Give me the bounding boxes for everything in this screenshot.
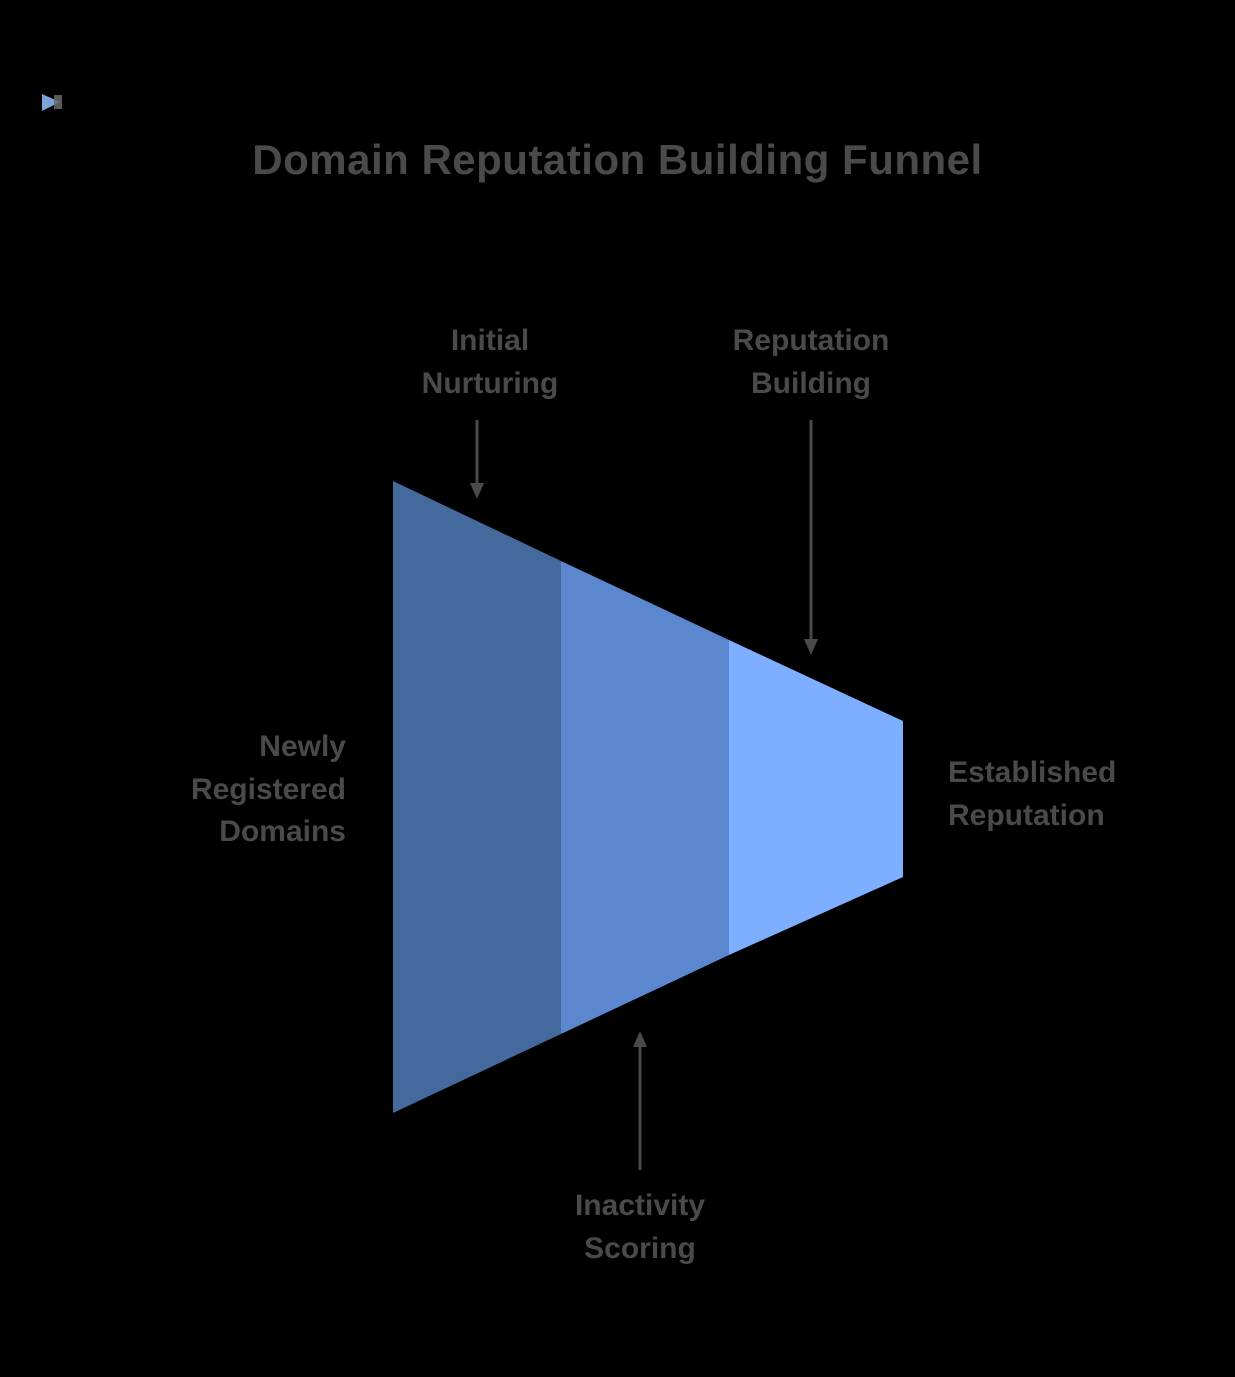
play-triangle-icon — [40, 92, 66, 114]
funnel-label-newly-registered-domains: Newly Registered Domains — [190, 730, 346, 849]
funnel-segment-3 — [729, 640, 903, 955]
page-title: Domain Reputation Building Funnel — [252, 136, 983, 183]
funnel-label-initial-nurturing: Initial Nurturing — [421, 324, 559, 400]
funnel-label-established-reputation: Established Reputation — [948, 756, 1117, 832]
funnel-segment-2 — [561, 561, 729, 1034]
funnel-segment-1 — [393, 481, 561, 1113]
funnel-label-reputation-building: Reputation Building — [732, 324, 890, 400]
funnel-label-inactivity-scoring: Inactivity Scoring — [574, 1189, 706, 1265]
connector-arrow-reputation-building — [804, 420, 818, 655]
connector-arrow-inactivity-scoring — [633, 1031, 647, 1170]
connector-arrow-initial-nurturing — [470, 420, 484, 499]
